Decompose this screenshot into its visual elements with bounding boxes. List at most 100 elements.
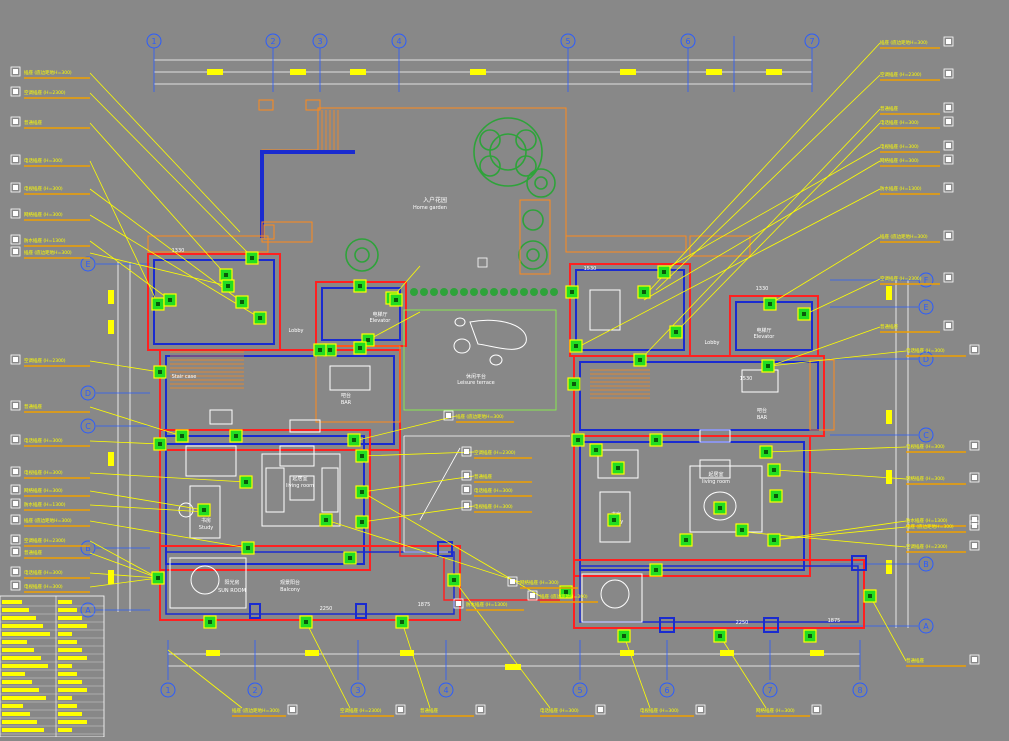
socket-icon-core (574, 344, 578, 348)
left-furniture (169, 365, 371, 609)
callout-text-right: 防水插座 (H=1300) (906, 517, 948, 524)
callout-text-right: 防水插座 (H=1300) (880, 185, 922, 192)
socket-symbols (151, 251, 877, 643)
room-label-elevator-left-en: Elevator (370, 318, 392, 324)
callout-box-core (972, 443, 977, 448)
callout-box-icon (10, 400, 21, 411)
left-wing-walls (147, 221, 461, 621)
callout-text-right: 电话插座 (H=300) (906, 347, 945, 354)
dimension-lines-right (895, 280, 909, 628)
callout-text-left: 电视插座 (H=300) (24, 185, 63, 192)
callout-box-icon (943, 182, 954, 193)
leisure-terrace: 休闲平台 Leisure terrace (403, 309, 557, 411)
callout-text-middle: 防水插座 (H=1300) (466, 601, 508, 608)
socket-icon-core (202, 508, 206, 512)
callout-text-right: 普通插座 (906, 657, 924, 664)
axis-bubble-top (804, 33, 820, 49)
callout-box-icon (443, 410, 454, 421)
socket-icon-core (774, 494, 778, 498)
callout-box-core (456, 601, 461, 606)
callout-box-core (946, 233, 951, 238)
callout-text-left: 空调插座 (H=2300) (24, 357, 66, 364)
callout-box-icon (811, 704, 822, 715)
socket-icon-core (394, 298, 398, 302)
callout-box-icon (943, 320, 954, 331)
callout-text-bottom: 空调插座 (H=2300) (340, 707, 382, 714)
courtyard-outline (249, 435, 867, 633)
callout-box-icon (969, 540, 980, 551)
dim-bottom-right2: 1875 (828, 618, 841, 624)
socket-icon-core (258, 316, 262, 320)
axis-bubble-right (918, 299, 934, 315)
callout-text-bottom: 电话插座 (H=300) (540, 707, 579, 714)
leader-line (769, 326, 881, 367)
callout-box-core (13, 119, 18, 124)
callout-box-icon (10, 66, 21, 77)
socket-icon-core (360, 520, 364, 524)
callout-box-icon (10, 208, 21, 219)
callout-box-core (13, 403, 18, 408)
callout-box-core (13, 69, 18, 74)
callout-text-left: 电话插座 (H=300) (24, 437, 63, 444)
callout-box-core (972, 657, 977, 662)
room-label-bar-right-cn: 吧台 (757, 407, 767, 414)
socket-icon-core (358, 284, 362, 288)
room-label-lobby-left: Lobby (288, 328, 303, 334)
leader-line (367, 311, 421, 341)
dimension-texts: 2250 1875 2250 1875 1330 1530 1330 1530 (172, 248, 841, 626)
leader-line (805, 278, 881, 315)
callout-text-right: 空调插座 (H=2300) (880, 71, 922, 78)
socket-icon-core (156, 302, 160, 306)
axis-label-bottom: 7 (767, 686, 772, 695)
socket-icon-core (240, 300, 244, 304)
axis-label-right: B (923, 560, 929, 569)
callout-box-core (13, 549, 18, 554)
callout-box-core (946, 157, 951, 162)
callout-box-core (464, 473, 469, 478)
legend-row-value (58, 664, 72, 668)
legend-row-key (2, 656, 41, 660)
callout-box-icon (10, 514, 21, 525)
socket-icon-core (674, 330, 678, 334)
room-label-living-right-cn: 起居室 (708, 471, 723, 478)
axis-bubble-right (918, 427, 934, 443)
callout-box-core (13, 211, 18, 216)
callout-text-right: 普通插座 (880, 105, 898, 112)
socket-icon-core (616, 466, 620, 470)
axis-bubble-bottom (852, 682, 868, 698)
legend-row-value (58, 608, 77, 612)
callout-box-core (972, 517, 977, 522)
callout-box-icon (943, 140, 954, 151)
leader-line (89, 252, 229, 287)
axis-label-top: 3 (317, 37, 322, 46)
dimension-lines-left (117, 262, 131, 612)
room-label-elevator-left-cn: 电梯厅 (372, 311, 387, 318)
dim-room2: 1530 (584, 266, 597, 272)
callout-box-icon (10, 182, 21, 193)
socket-icon-core (808, 634, 812, 638)
legend-row-key (2, 720, 37, 724)
leader-line (89, 122, 227, 276)
leader-line (89, 472, 247, 483)
axis-label-bottom: 4 (443, 686, 448, 695)
callout-box-icon (10, 534, 21, 545)
axis-label-left: E (85, 260, 90, 269)
leader-line (357, 415, 457, 441)
axis-label-top: 5 (565, 37, 570, 46)
callout-box-core (946, 143, 951, 148)
callout-text-left: 电话插座 (H=300) (24, 569, 63, 576)
axis-label-bottom: 6 (664, 686, 669, 695)
socket-icon-core (234, 434, 238, 438)
leader-line (675, 122, 881, 333)
socket-icon-core (226, 284, 230, 288)
leader-line (89, 552, 159, 579)
callout-box-icon (10, 354, 21, 365)
callout-text-left: 空调插座 (H=2300) (24, 537, 66, 544)
callout-box-icon (10, 546, 21, 557)
leader-line (325, 519, 521, 583)
legend-row-key (2, 600, 22, 604)
callout-text-left: 空调插座 (H=2300) (24, 89, 66, 96)
legend-row-key (2, 640, 27, 644)
callout-box-core (972, 347, 977, 352)
